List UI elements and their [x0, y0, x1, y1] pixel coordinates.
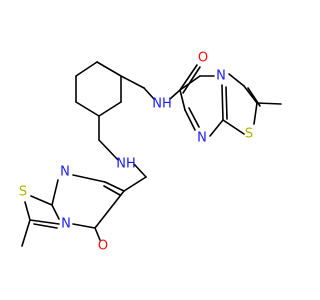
ring-bond-lower	[51, 204, 60, 220]
atom-label-layer: O NH N N S O NH N N S	[19, 51, 253, 254]
nitrogen-atom-lower-pyrimidine: N	[60, 165, 70, 180]
ring-bond-upper	[179, 75, 201, 91]
carbonyl-bond-lower	[94, 227, 101, 241]
amide-nh-lower: NH	[116, 157, 136, 172]
thiazole-bond-upper	[228, 73, 245, 87]
ring-bond-lower	[72, 174, 106, 183]
methyl-bond-lower	[21, 219, 31, 247]
ring-double-bond-upper	[225, 86, 228, 120]
thiazole-bond-lower	[29, 219, 60, 225]
ring-bond-upper	[221, 84, 224, 121]
carbonyl-double-bond-upper	[182, 66, 201, 94]
ring-bond-upper	[184, 109, 196, 131]
amide-nh-upper: NH	[152, 97, 172, 112]
ring-double-bond-lower	[103, 185, 121, 196]
sulfur-atom-lower: S	[19, 185, 27, 200]
bond-layer	[21, 61, 282, 247]
nitrogen-atom-lower-bridgehead: N	[61, 217, 71, 232]
ring-bond-lower	[94, 190, 125, 229]
ring-bond-upper	[179, 89, 186, 111]
cyclohexane-bond	[75, 61, 98, 77]
amide-bond-upper	[169, 89, 181, 100]
oxygen-atom-lower: O	[98, 239, 108, 254]
background	[0, 0, 300, 300]
ring-bond-upper	[209, 119, 224, 137]
ring-double-bond-upper	[188, 107, 200, 128]
ring-link-bond-lower	[123, 176, 147, 192]
ring-bond-lower	[104, 181, 125, 192]
methylene-nh-bond-lower	[98, 139, 119, 161]
cyclohexane-bond	[75, 101, 100, 117]
methylene-bond-upper	[120, 75, 145, 89]
oxygen-atom-upper: O	[198, 51, 208, 66]
ring-bond-lower	[51, 179, 59, 206]
nitrogen-atom-upper-pyrimidine: N	[197, 131, 207, 146]
cyclohexane-bond	[96, 61, 122, 77]
thiazole-bond-upper	[243, 85, 258, 104]
methyl-bond-upper	[256, 102, 282, 105]
nitrogen-atom-upper-bridgehead: N	[216, 69, 226, 84]
methylene-nh-bond-upper	[143, 87, 155, 100]
thiazole-bond-lower	[30, 195, 53, 206]
thiazole-bond-upper	[253, 102, 258, 125]
amide-bond-lower	[133, 163, 147, 178]
sulfur-atom-upper: S	[245, 127, 253, 142]
thiazole-double-bond-lower	[33, 223, 58, 229]
carbonyl-bond-upper	[179, 64, 198, 91]
cyclohexane-bond	[98, 101, 122, 117]
thiazole-bond-upper	[222, 119, 245, 135]
thiazole-bond-lower	[24, 201, 31, 221]
ring-bond-lower	[72, 223, 96, 229]
molecule-diagram: O NH N N S O NH N N S	[0, 0, 300, 300]
